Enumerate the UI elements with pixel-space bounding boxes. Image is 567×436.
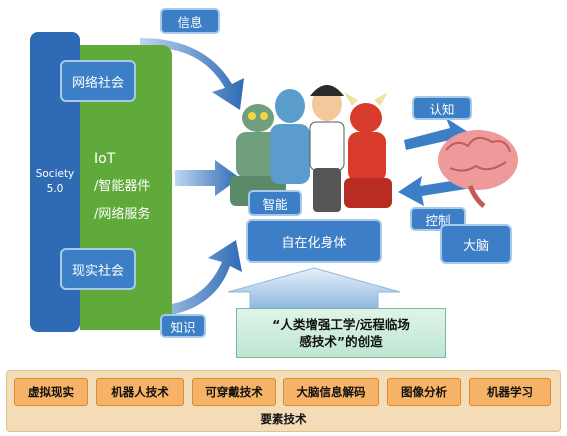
element-machine-learning: 机器学习 (469, 378, 551, 406)
element-wearable: 可穿戴技术 (192, 378, 276, 406)
green-robot-icon (230, 104, 286, 206)
brain-icon (438, 130, 518, 208)
brain-box: 大脑 (440, 224, 512, 264)
element-vr: 虚拟现实 (14, 378, 88, 406)
middle-arrow (175, 160, 240, 196)
knowledge-label: 知识 (160, 314, 206, 338)
smart-devices-label: /智能器件 (94, 179, 151, 194)
embodied-body-box: 自在化身体 (246, 219, 382, 263)
real-society-box: 现实社会 (60, 248, 136, 290)
society-label: Society (35, 168, 75, 180)
network-society-box: 网络社会 (60, 60, 136, 102)
upward-arrow (227, 267, 401, 309)
knowledge-arrow (140, 240, 242, 318)
augmentation-line2: 感技术”的创造 (299, 334, 383, 349)
information-label: 信息 (160, 8, 220, 34)
intelligence-label: 智能 (248, 190, 302, 216)
element-image-analysis: 图像分析 (387, 378, 461, 406)
information-arrow (140, 38, 244, 110)
red-demon-icon (344, 92, 392, 208)
cognition-label: 认知 (412, 96, 472, 120)
human-figure-icon (309, 85, 345, 212)
blue-avatar-icon (270, 89, 310, 184)
element-brain-decoding: 大脑信息解码 (283, 378, 379, 406)
augmentation-box: “人类增强工学/远程临场 感技术”的创造 (236, 308, 446, 358)
augmentation-line1: “人类增强工学/远程临场 (272, 317, 410, 332)
iot-label: IoT (94, 151, 116, 167)
element-robotics: 机器人技术 (96, 378, 184, 406)
element-tech-title: 要素技术 (260, 412, 307, 426)
network-services-label: /网络服务 (94, 207, 151, 222)
society-version: 5.0 (46, 183, 64, 195)
